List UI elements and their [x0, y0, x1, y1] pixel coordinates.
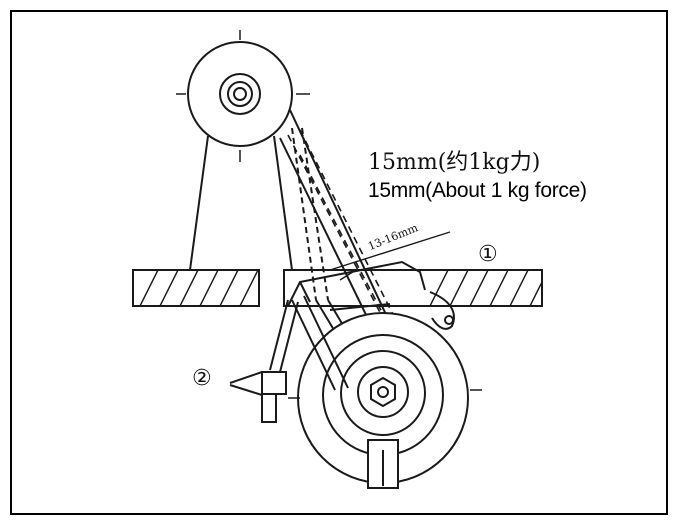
lower-pulley: [288, 312, 482, 489]
deflection-label-cn: 15mm(约1kg力): [368, 150, 541, 175]
belt-guard: [287, 260, 455, 330]
callout-1: ①: [478, 242, 498, 267]
dimension-pointer: [329, 231, 451, 281]
motor-stand: [189, 135, 293, 271]
deflection-label-en: 15mm(About 1 kg force): [368, 179, 587, 202]
adjusting-bolt: [229, 299, 299, 423]
tension-arm: [291, 295, 349, 391]
callout-2: ②: [192, 366, 212, 391]
upper-pulley: [176, 30, 310, 162]
